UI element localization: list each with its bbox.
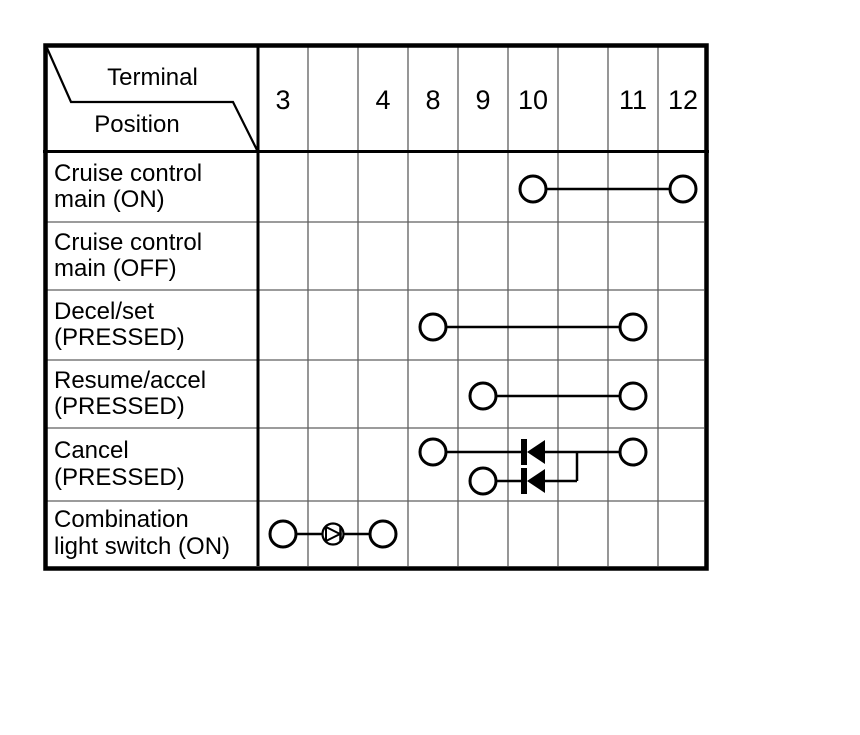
contact-circle <box>518 174 548 204</box>
terminal-number-9: 9 <box>475 85 491 115</box>
contact-circle <box>618 312 648 342</box>
row-label-line: Cruise control <box>54 159 203 187</box>
terminal-number-8: 8 <box>425 85 441 115</box>
contact-circle <box>418 437 448 467</box>
row-label: Resume/accel(PRESSED) <box>54 360 254 428</box>
diode-outline-triangle <box>325 525 343 543</box>
position-header-label: Position <box>94 111 180 138</box>
diode-triangle <box>527 440 545 464</box>
contact-circle <box>468 466 498 496</box>
terminal-number-4: 4 <box>375 85 391 115</box>
terminal-number-3: 3 <box>275 85 291 115</box>
row-label-line: (PRESSED) <box>54 463 185 491</box>
contact-circle <box>468 381 498 411</box>
row-label-line: Combination <box>54 506 189 533</box>
diode-enclosure-circle <box>321 522 345 546</box>
contact-circle <box>618 437 648 467</box>
terminal-header-label: Terminal <box>107 64 198 91</box>
row-label: Decel/set(PRESSED) <box>54 290 254 360</box>
diode-cathode-bar <box>521 468 527 494</box>
terminal-number-11: 11 <box>618 85 648 115</box>
row-label-line: main (ON) <box>54 186 165 213</box>
diode-triangle <box>527 469 545 493</box>
contact-circle <box>668 174 698 204</box>
terminal-number-12: 12 <box>667 85 699 115</box>
row-label-line: light switch (ON) <box>54 532 231 560</box>
contact-circle <box>418 312 448 342</box>
row-label-line: Decel/set <box>54 297 155 325</box>
row-label-line: Resume/accel <box>54 366 207 394</box>
row-label-line: main (OFF) <box>54 255 177 282</box>
row-label-line: Cancel <box>54 437 129 464</box>
row-label-line: Cruise control <box>54 228 203 256</box>
contact-circle <box>368 519 398 549</box>
diode-cathode-bar <box>521 439 527 465</box>
terminal-number-10: 10 <box>517 85 549 115</box>
row-label-line: (PRESSED) <box>54 324 185 351</box>
contact-circle <box>268 519 298 549</box>
row-label: Cancel(PRESSED) <box>54 428 254 501</box>
contact-circle <box>618 381 648 411</box>
row-label-line: (PRESSED) <box>54 393 185 420</box>
